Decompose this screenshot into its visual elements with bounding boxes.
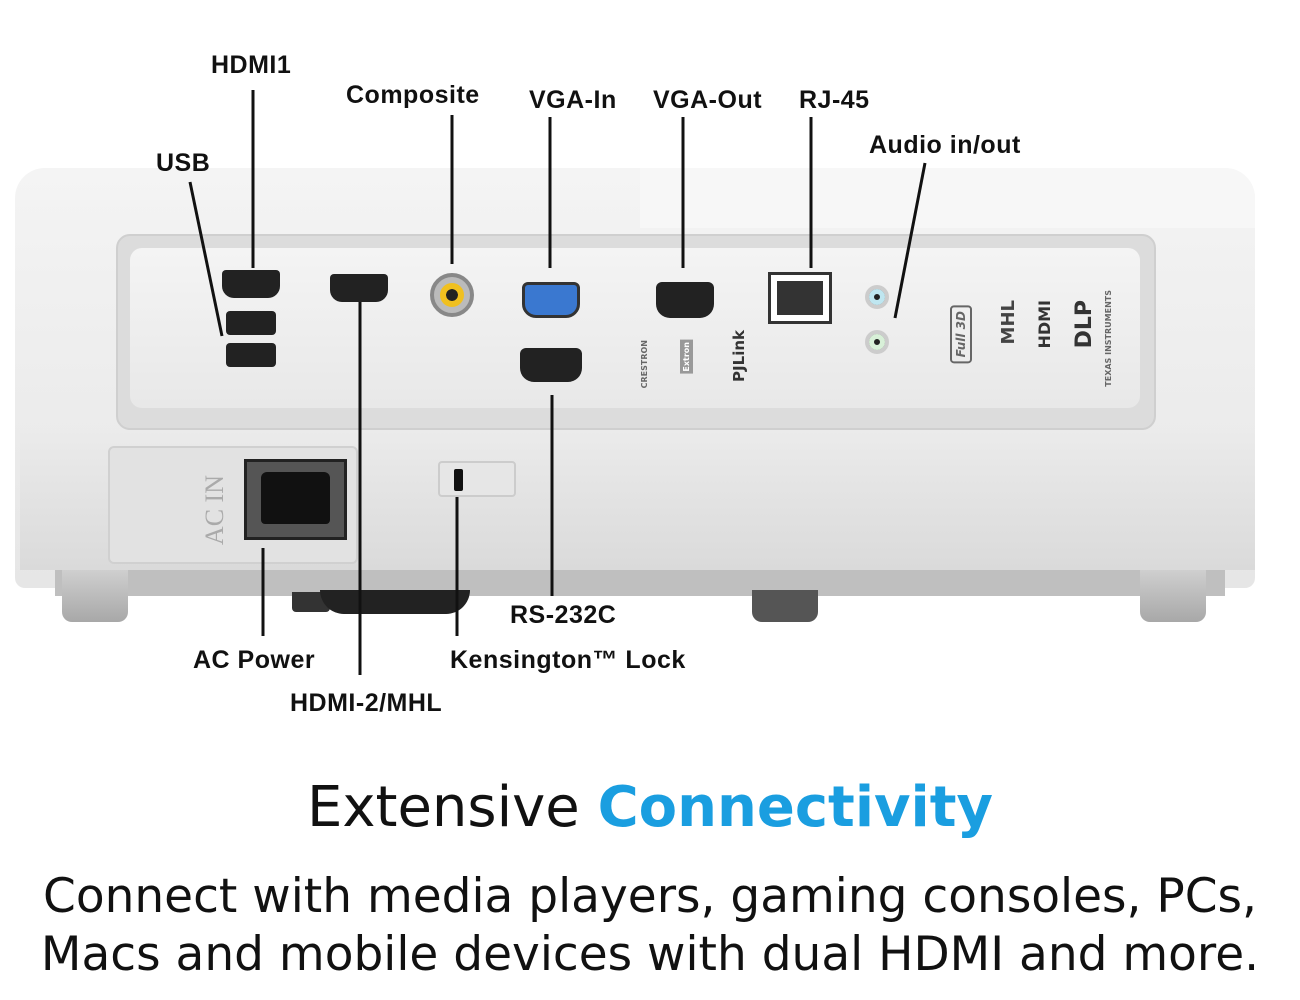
hdmi2-port [330, 274, 388, 302]
label-rj45: RJ-45 [799, 86, 870, 114]
lens-base [320, 590, 470, 614]
line-audio [893, 162, 927, 319]
projector-top-cover [640, 168, 1255, 228]
label-vga-in: VGA-In [529, 86, 617, 114]
line-usb [188, 181, 224, 337]
projector-underside [55, 568, 1225, 596]
label-ac-power: AC Power [193, 646, 316, 674]
vga-in-port [522, 282, 580, 318]
kensington-slot [438, 461, 516, 497]
rj45-port [768, 272, 832, 324]
usb-port-1 [226, 311, 276, 335]
foot-right [1140, 570, 1206, 622]
headline-plain: Extensive [307, 775, 580, 840]
callout-lines [188, 90, 927, 675]
audio-out-port [865, 330, 889, 354]
usb-port-2 [226, 343, 276, 367]
label-kensington: Kensington™ Lock [450, 646, 686, 674]
vga-out-port [656, 282, 714, 318]
headline-highlight: Connectivity [597, 775, 993, 840]
label-usb: USB [156, 149, 211, 177]
headline: Extensive Connectivity [0, 775, 1300, 840]
foot-center [752, 590, 818, 622]
label-hdmi1: HDMI1 [211, 51, 292, 79]
label-vga-out: VGA-Out [653, 86, 763, 114]
hdmi1-port [222, 270, 280, 298]
subtitle-line-1: Connect with media players, gaming conso… [43, 869, 1257, 924]
subtitle: Connect with media players, gaming conso… [0, 868, 1300, 984]
rs232c-port [520, 348, 582, 382]
foot-left [62, 570, 128, 622]
ac-power-socket [244, 459, 347, 540]
label-rs232c: RS-232C [510, 601, 617, 629]
rear-panel-inset [130, 248, 1140, 408]
subtitle-line-2: Macs and mobile devices with dual HDMI a… [40, 927, 1260, 982]
label-hdmi2: HDMI-2/MHL [290, 689, 443, 717]
label-composite: Composite [346, 81, 480, 109]
audio-in-port [865, 285, 889, 309]
label-audio: Audio in/out [869, 131, 1021, 159]
composite-port [430, 273, 474, 317]
